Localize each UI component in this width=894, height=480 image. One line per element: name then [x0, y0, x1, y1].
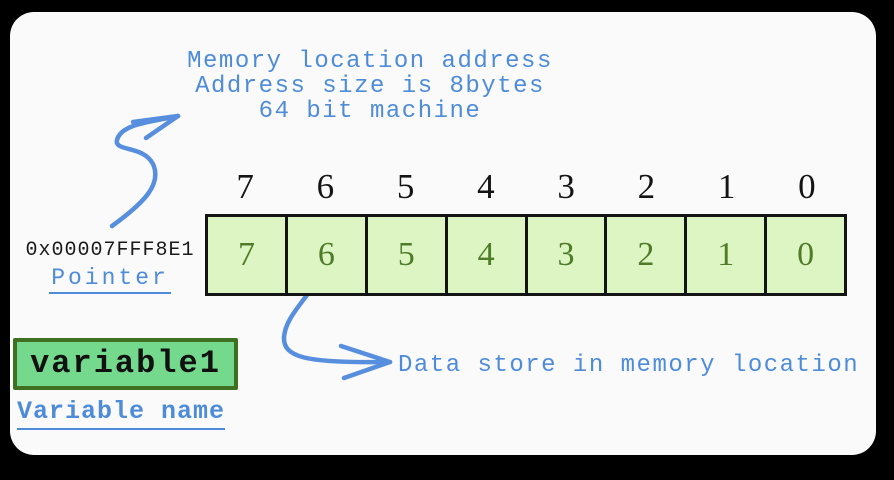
byte-index: 4 [477, 167, 495, 206]
memory-address-note-line3: 64 bit machine [258, 98, 482, 125]
byte-index: 0 [798, 167, 816, 206]
diagram-card: Memory location address Address size is … [10, 12, 876, 455]
variable-name-text: variable1 [30, 345, 221, 382]
memory-cells-row: 7 6 5 4 3 2 1 0 [205, 214, 847, 296]
pointer-label: Pointer [49, 266, 171, 294]
memory-cell: 7 [208, 217, 285, 293]
memory-cell: 4 [447, 217, 525, 293]
byte-index: 1 [717, 167, 736, 206]
memory-cell: 1 [687, 217, 765, 293]
byte-index: 5 [396, 167, 415, 206]
variable-name-label: Variable name [17, 397, 226, 430]
pointer-address: 0x00007FFF8E1 [25, 239, 195, 262]
memory-cell: 3 [527, 217, 605, 293]
memory-address-note: Memory location address Address size is … [150, 49, 590, 124]
pointer-block: 0x00007FFF8E1 Pointer [16, 239, 204, 294]
curved-arrow-to-note-icon [109, 113, 181, 229]
byte-index: 6 [316, 167, 335, 206]
variable-name-box: variable1 [13, 338, 238, 390]
data-store-note: Data store in memory location [398, 352, 860, 379]
memory-cell: 0 [767, 217, 844, 293]
memory-address-note-line1: Memory location address [187, 48, 553, 75]
byte-index-row: 7 6 5 4 3 2 1 0 [205, 164, 847, 210]
memory-cell: 2 [607, 217, 685, 293]
byte-index: 2 [637, 167, 656, 206]
memory-cell: 5 [367, 217, 445, 293]
memory-address-note-line2: Address size is 8bytes [195, 73, 545, 100]
byte-index: 3 [557, 167, 575, 206]
memory-cell: 6 [287, 217, 365, 293]
byte-index: 7 [236, 167, 254, 206]
